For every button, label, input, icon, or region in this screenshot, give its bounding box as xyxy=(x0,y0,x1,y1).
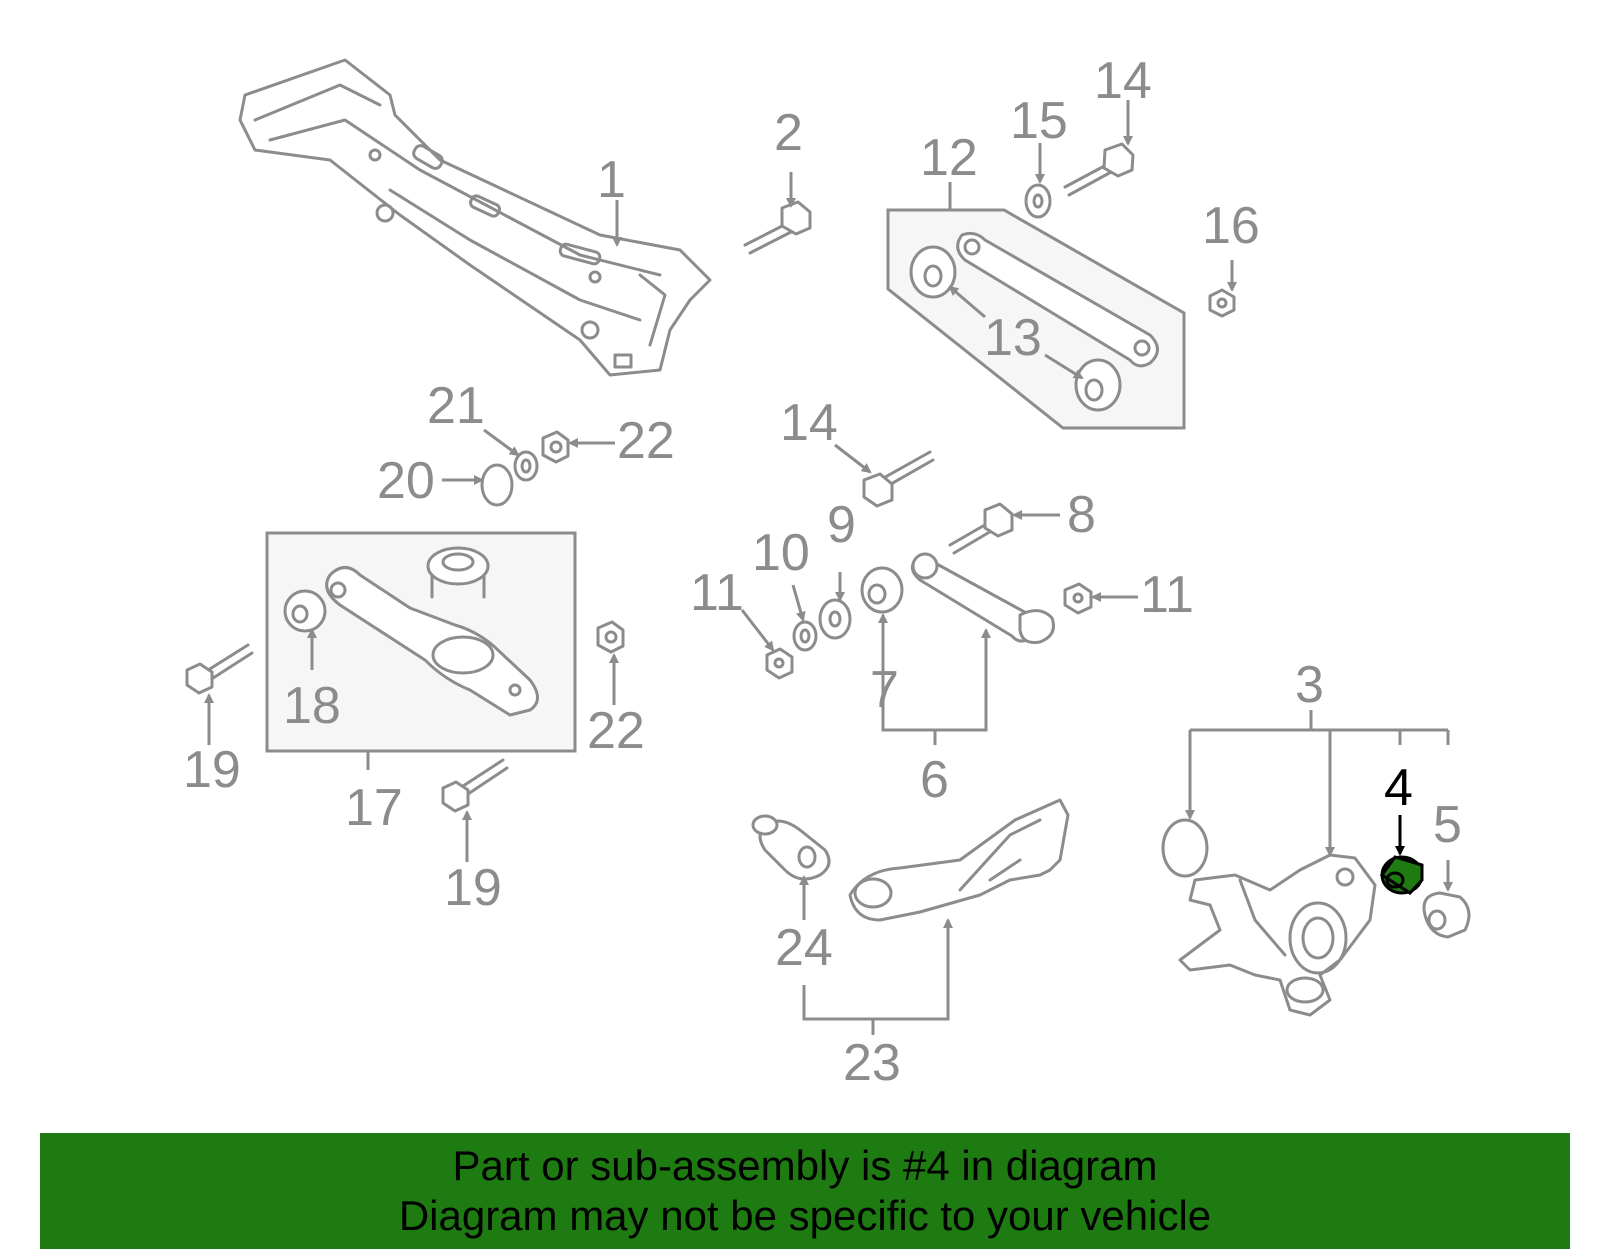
bolt-part-14-lower[interactable] xyxy=(862,450,935,508)
washer-part-20[interactable] xyxy=(480,463,514,507)
callout-13: 13 xyxy=(984,309,1042,367)
bushing-part-24[interactable] xyxy=(751,814,831,881)
callout-21: 21 xyxy=(427,377,485,435)
nut-part-22-right[interactable] xyxy=(596,620,625,654)
upper-link-group[interactable] xyxy=(886,208,1186,430)
callout-23: 23 xyxy=(843,1034,901,1092)
callout-16: 16 xyxy=(1202,197,1260,255)
callout-22-right: 22 xyxy=(587,702,645,760)
banner-line-disclaimer: Diagram may not be specific to your vehi… xyxy=(398,1192,1212,1239)
callout-8: 8 xyxy=(1067,486,1096,544)
nut-part-11-left[interactable] xyxy=(765,647,794,680)
callout-2: 2 xyxy=(774,104,803,162)
leader-lines xyxy=(204,100,1453,1035)
callout-10: 10 xyxy=(752,524,810,582)
toe-link-part-6[interactable] xyxy=(910,552,1055,644)
callout-14-top: 14 xyxy=(1094,52,1152,110)
info-banner: Part or sub-assembly is #4 in diagram Di… xyxy=(40,1133,1570,1249)
washer-part-10[interactable] xyxy=(792,620,818,652)
callout-3: 3 xyxy=(1295,656,1324,714)
trailing-arm-part-23[interactable] xyxy=(848,798,1070,922)
callout-11-right: 11 xyxy=(1140,566,1194,624)
callout-labels: 1 2 12 15 14 16 13 21 20 22 14 8 9 10 11… xyxy=(183,52,1462,1092)
washer-part-9[interactable] xyxy=(818,598,852,640)
nut-part-11-right[interactable] xyxy=(1063,582,1093,615)
bolt-part-19-left[interactable] xyxy=(185,643,254,695)
callout-14-lower: 14 xyxy=(780,394,838,452)
washer-part-15[interactable] xyxy=(1024,183,1052,219)
callout-11-left: 11 xyxy=(690,564,744,622)
bolt-part-2[interactable] xyxy=(743,200,812,255)
bolt-part-14-top[interactable] xyxy=(1063,142,1135,197)
callout-7: 7 xyxy=(870,661,899,719)
bushing-part-5[interactable] xyxy=(1422,891,1471,939)
callout-22-top: 22 xyxy=(617,412,675,470)
callout-1: 1 xyxy=(597,151,626,209)
callout-6: 6 xyxy=(920,751,949,809)
callout-9: 9 xyxy=(827,496,856,554)
bushing-part-7[interactable] xyxy=(860,566,904,614)
bolt-part-8[interactable] xyxy=(948,502,1014,555)
nut-part-22-top[interactable] xyxy=(541,430,570,464)
callout-24: 24 xyxy=(775,919,833,977)
callout-19-left: 19 xyxy=(183,741,241,799)
bushing-part-4-highlighted[interactable] xyxy=(1379,855,1424,895)
callout-4-highlighted: 4 xyxy=(1384,759,1413,817)
washer-part-21[interactable] xyxy=(513,450,539,482)
lower-arm-group[interactable] xyxy=(265,531,577,753)
callout-18: 18 xyxy=(283,677,341,735)
callout-5: 5 xyxy=(1433,796,1462,854)
nut-part-16[interactable] xyxy=(1208,288,1236,318)
callout-12: 12 xyxy=(920,129,978,187)
callout-15: 15 xyxy=(1010,92,1068,150)
knuckle-part-3[interactable] xyxy=(1161,818,1377,1017)
callout-19-bottom: 19 xyxy=(444,859,502,917)
bolt-part-19-bottom[interactable] xyxy=(441,758,509,813)
banner-line-part-info: Part or sub-assembly is #4 in diagram xyxy=(452,1142,1158,1189)
callout-20: 20 xyxy=(377,452,435,510)
callout-17: 17 xyxy=(345,779,403,837)
crossmember-part[interactable] xyxy=(238,58,712,377)
